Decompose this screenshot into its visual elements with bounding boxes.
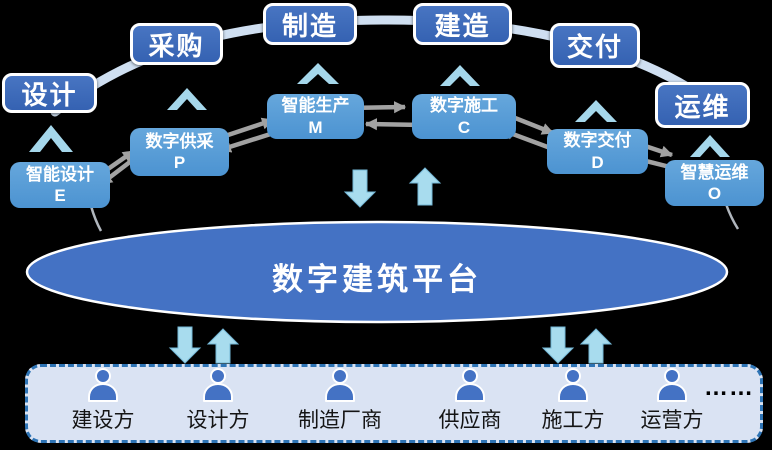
person-icon [325,368,355,402]
stage-label: 制造 [281,10,338,41]
platform-title: 数字建筑平台 [272,262,482,297]
chevron-up-icon-procurement [167,88,207,110]
module-box-smart-operation-o: 智慧运维 O [665,160,764,206]
stage-label: 设计 [21,79,78,110]
arrow-down-icon-top [343,169,377,208]
module-code: D [591,152,604,172]
stakeholder-label: 施工方 [541,409,605,432]
person-icon [455,368,485,402]
platform-ellipse [25,220,729,324]
person-icon [203,368,233,402]
stage-label: 运维 [674,91,731,122]
stakeholder-designer: 设计方 [168,368,268,434]
module-code: O [707,184,722,203]
module-box-digital-procurement-p: 数字供采 P [130,128,229,176]
module-code: M [308,117,323,137]
chevron-up-icon-delivery [575,100,617,122]
stage-box-design: 设计 [2,73,97,113]
stage-box-procurement: 采购 [130,23,223,65]
chevron-up-icon-manufacture [297,63,339,84]
platform-exchange-arrows [168,167,613,364]
module-code: C [457,117,471,137]
module-label: 智能设计 [26,164,94,184]
stakeholder-band [25,364,763,443]
stage-box-operation: 运维 [655,82,750,128]
chevron-up-icon-construction [440,65,480,86]
arrow-down-icon-left [168,326,202,364]
arrow-up-icon-right [579,328,613,364]
stage-label: 采购 [148,30,205,61]
stage-label: 交付 [566,32,623,62]
stakeholder-label: 供应商 [438,409,502,432]
module-box-digital-construction-c: 数字施工 C [412,94,516,139]
person-icon [88,368,118,402]
module-box-smart-production-m: 智能生产 M [267,94,364,139]
stakeholder-manufacturer: 制造厂商 [290,368,390,434]
arrow-up-icon-left [206,328,240,364]
stage-label: 建造 [434,10,491,41]
module-label: 智能生产 [281,96,350,116]
chevron-up-icon-operation [690,135,730,157]
tail-line-o [724,203,740,230]
tail-line-e [89,205,103,232]
module-label: 数字供采 [145,131,214,151]
module-box-digital-delivery-d: 数字交付 D [547,129,648,174]
stage-box-construction: 建造 [413,3,512,45]
module-code: P [173,153,186,172]
person-icon [657,368,687,402]
stakeholder-operator: 运营方 [622,368,722,434]
stakeholder-label: 设计方 [186,409,250,432]
stage-box-manufacture: 制造 [263,3,357,45]
arrow-down-icon-right [541,326,575,364]
stage-box-delivery: 交付 [550,23,640,68]
stakeholder-label: 建设方 [71,409,135,432]
stakeholder-label: 运营方 [640,409,704,432]
stakeholder-label: 制造厂商 [298,409,382,432]
module-label: 智慧运维 [680,162,749,182]
stakeholder-contractor: 施工方 [523,368,623,434]
module-code: E [54,186,66,205]
arrow-up-icon-top [408,167,442,206]
chevron-icons [29,63,730,157]
stakeholder-owner: 建设方 [53,368,153,434]
module-label: 数字施工 [430,96,498,116]
person-icon [558,368,588,402]
module-box-smart-design-e: 智能设计 E [10,162,110,208]
stakeholder-supplier: 供应商 [420,368,520,434]
chevron-up-icon-design [29,125,73,152]
more-stakeholders-ellipsis: …… [704,374,754,401]
module-label: 数字交付 [563,131,632,151]
